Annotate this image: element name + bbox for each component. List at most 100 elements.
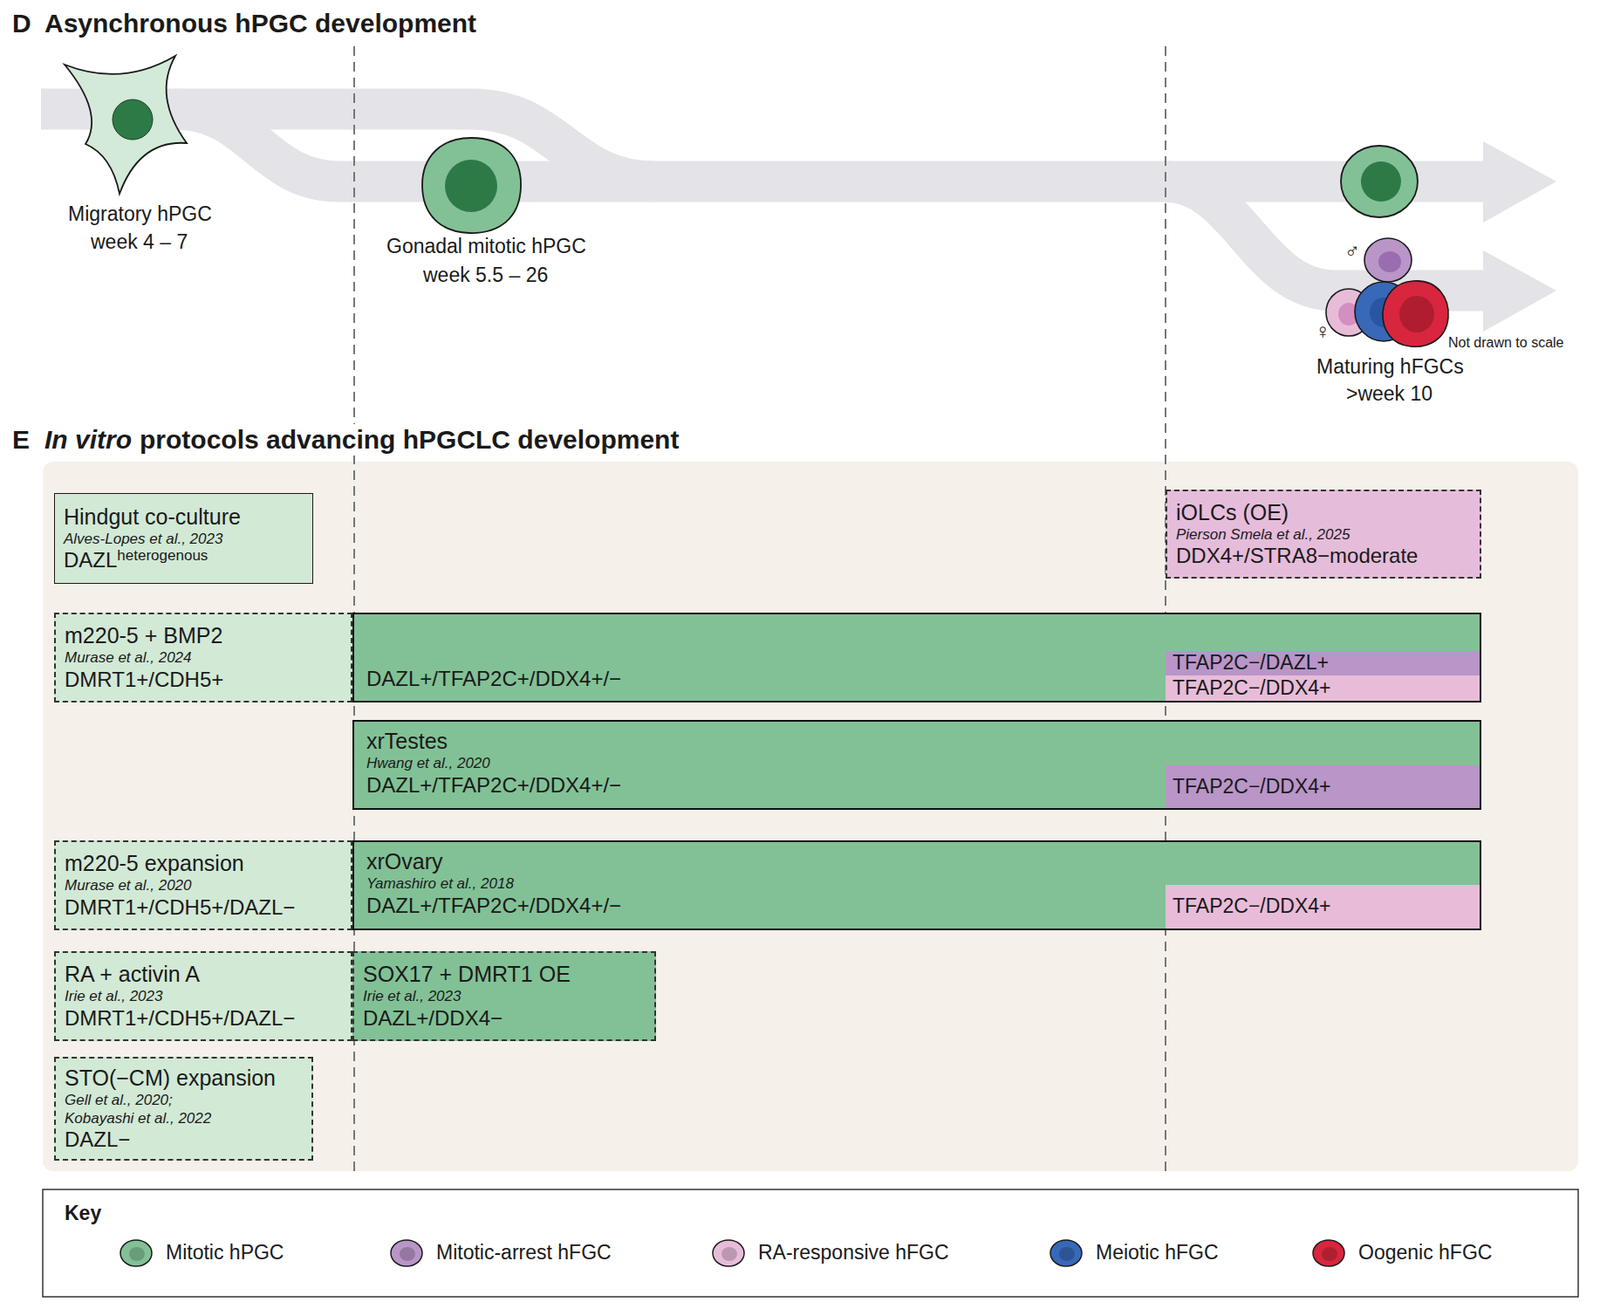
text-line: iOLCs (OE) <box>1176 499 1471 526</box>
panel-letter: D <box>12 7 32 40</box>
swatch-cell <box>1050 1239 1082 1266</box>
marker-profile: TFAP2C−/DDX4+ <box>1172 894 1332 917</box>
marker-profile: TFAP2C−/DAZL+ <box>1172 650 1329 674</box>
mitotic-arrest-cell <box>1364 238 1412 282</box>
text-line: Gell et al., 2020; Kobayashi et al., 202… <box>64 1090 303 1129</box>
protocol-box: m220-5 expansionMurase et al., 2020DMRT1… <box>54 840 353 930</box>
stream-arrowhead <box>1483 250 1557 332</box>
protocol-name: Hindgut co-culture <box>63 504 241 529</box>
outcome-band: TFAP2C−/DDX4+ <box>1165 765 1480 808</box>
marker-profile: DMRT1+/CDH5+/DAZL− <box>64 895 295 919</box>
citation: Hwang et al., 2020 <box>366 754 491 772</box>
legend-swatch <box>389 1237 424 1268</box>
box-text: TFAP2C−/DDX4+ <box>1165 765 1480 808</box>
swatch-cell <box>390 1239 423 1266</box>
citation: Gell et al., 2020; Kobayashi et al., 202… <box>64 1090 244 1129</box>
legend-item: RA-responsive hFGC <box>711 1237 950 1268</box>
sex-symbol: ♀ <box>1314 319 1331 345</box>
text-line: Murase et al., 2024 <box>64 648 342 667</box>
box-text: m220-5 expansionMurase et al., 2020DMRT1… <box>55 841 351 929</box>
swatch-cell <box>1312 1239 1345 1266</box>
stream <box>1164 181 1485 291</box>
text-line: m220-5 expansion <box>64 849 342 876</box>
outcome-band: TFAP2C−/DDX4+ <box>1165 884 1480 929</box>
text-line: TFAP2C−/DDX4+ <box>1172 895 1473 917</box>
text-line: STO(−CM) expansion <box>64 1064 303 1091</box>
protocol-bar: DAZL+/TFAP2C+/DDX4+/−TFAP2C−/DAZL+TFAP2C… <box>352 612 1482 703</box>
citation: Irie et al., 2023 <box>64 987 163 1005</box>
protocol-name: SOX17 + DMRT1 OE <box>362 961 571 986</box>
legend-title: Key <box>64 1201 102 1226</box>
box-text: SOX17 + DMRT1 OEIrie et al., 2023DAZL+/D… <box>354 952 655 1040</box>
text-line: DDX4+/STRA8−moderate <box>1176 543 1471 569</box>
mitotic-cell <box>1340 145 1418 218</box>
stream <box>174 109 341 182</box>
text-line: DMRT1+/CDH5+ <box>64 667 342 693</box>
text-line: Murase et al., 2020 <box>64 875 342 895</box>
panel-heading: Asynchronous hPGC development <box>44 7 477 40</box>
box-text: RA + activin AIrie et al., 2023DMRT1+/CD… <box>55 952 351 1040</box>
cell-caption: Migratory hPGC <box>68 202 212 227</box>
swatch-nucleus <box>399 1246 416 1261</box>
box-text: m220-5 + BMP2Murase et al., 2024DMRT1+/C… <box>55 614 351 701</box>
text-line: Alves-Lopes et al., 2023 <box>63 529 304 548</box>
legend-text: Meiotic hFGC <box>1095 1240 1219 1265</box>
marker-profile: DMRT1+/CDH5+/DAZL− <box>64 1005 295 1030</box>
protocol-name: xrTestes <box>366 728 448 753</box>
legend-swatch <box>1311 1237 1347 1268</box>
time-marker <box>1164 46 1167 1171</box>
text-line: TFAP2C−/DDX4+ <box>1172 775 1473 798</box>
development-streams <box>41 109 1485 291</box>
text-line: Irie et al., 2023 <box>64 986 342 1006</box>
protocol-name: m220-5 expansion <box>64 850 245 876</box>
swatch-nucleus <box>1059 1246 1075 1261</box>
text-line: DMRT1+/CDH5+/DAZL− <box>64 1005 342 1032</box>
text-line: xrTestes <box>366 727 1468 754</box>
cell-nucleus <box>1360 161 1402 202</box>
legend-item: Meiotic hFGC <box>1048 1237 1219 1268</box>
cell-nucleus <box>1399 295 1435 333</box>
box-text: TFAP2C−/DAZL+ <box>1165 650 1480 676</box>
marker-profile: TFAP2C−/DDX4+ <box>1172 676 1332 699</box>
protocol-box: SOX17 + DMRT1 OEIrie et al., 2023DAZL+/D… <box>352 950 657 1041</box>
marker-profile: DAZL <box>63 547 117 572</box>
protocol-bar: xrTestesHwang et al., 2020DAZL+/TFAP2C+/… <box>352 719 1482 810</box>
oogenic-cell <box>1382 280 1449 347</box>
cell-timing: week 5.5 – 26 <box>423 263 548 288</box>
text-line: Hindgut co-culture <box>63 503 304 530</box>
swatch-nucleus <box>1321 1246 1338 1261</box>
cell-nucleus <box>112 99 153 140</box>
stream-arrowhead <box>1483 141 1557 223</box>
text-line: DAZL− <box>64 1127 303 1153</box>
legend-text: Mitotic hPGC <box>165 1240 284 1265</box>
protocol-box: m220-5 + BMP2Murase et al., 2024DMRT1+/C… <box>54 612 353 703</box>
citation: Alves-Lopes et al., 2023 <box>63 530 223 548</box>
text-line: RA + activin A <box>64 960 342 987</box>
swatch-cell <box>712 1239 745 1266</box>
cell-nucleus <box>444 159 498 212</box>
swatch-nucleus <box>721 1246 738 1261</box>
text-line: TFAP2C−/DAZL+ <box>1172 651 1473 674</box>
protocol-name: iOLCs (OE) <box>1176 499 1289 525</box>
protocol-box: iOLCs (OE)Pierson Smela et al., 2025DDX4… <box>1165 489 1482 579</box>
marker-profile: DAZL+/TFAP2C+/DDX4+/− <box>366 893 622 917</box>
protocol-name: xrOvary <box>366 848 444 874</box>
legend-swatch <box>1048 1237 1084 1268</box>
citation: Pierson Smela et al., 2025 <box>1176 526 1350 543</box>
legend-text: Oogenic hFGC <box>1358 1240 1492 1265</box>
swatch-cell <box>120 1239 152 1266</box>
legend-frame <box>42 1189 1579 1297</box>
marker-profile: DMRT1+/CDH5+ <box>64 667 224 691</box>
protocol-name: m220-5 + BMP2 <box>64 622 223 648</box>
box-text: STO(−CM) expansionGell et al., 2020; Kob… <box>55 1058 312 1159</box>
protocol-name: STO(−CM) expansion <box>64 1065 276 1090</box>
outcome-band: TFAP2C−/DAZL+ <box>1165 650 1480 676</box>
text-line: DMRT1+/CDH5+/DAZL− <box>64 895 342 921</box>
superscript-note: heterogenous <box>116 547 208 564</box>
cell-nucleus <box>1378 251 1402 273</box>
gonadal-cell <box>422 137 521 233</box>
legend-swatch <box>711 1237 746 1268</box>
migratory-cell <box>64 55 187 194</box>
box-text: Hindgut co-cultureAlves-Lopes et al., 20… <box>54 493 313 583</box>
